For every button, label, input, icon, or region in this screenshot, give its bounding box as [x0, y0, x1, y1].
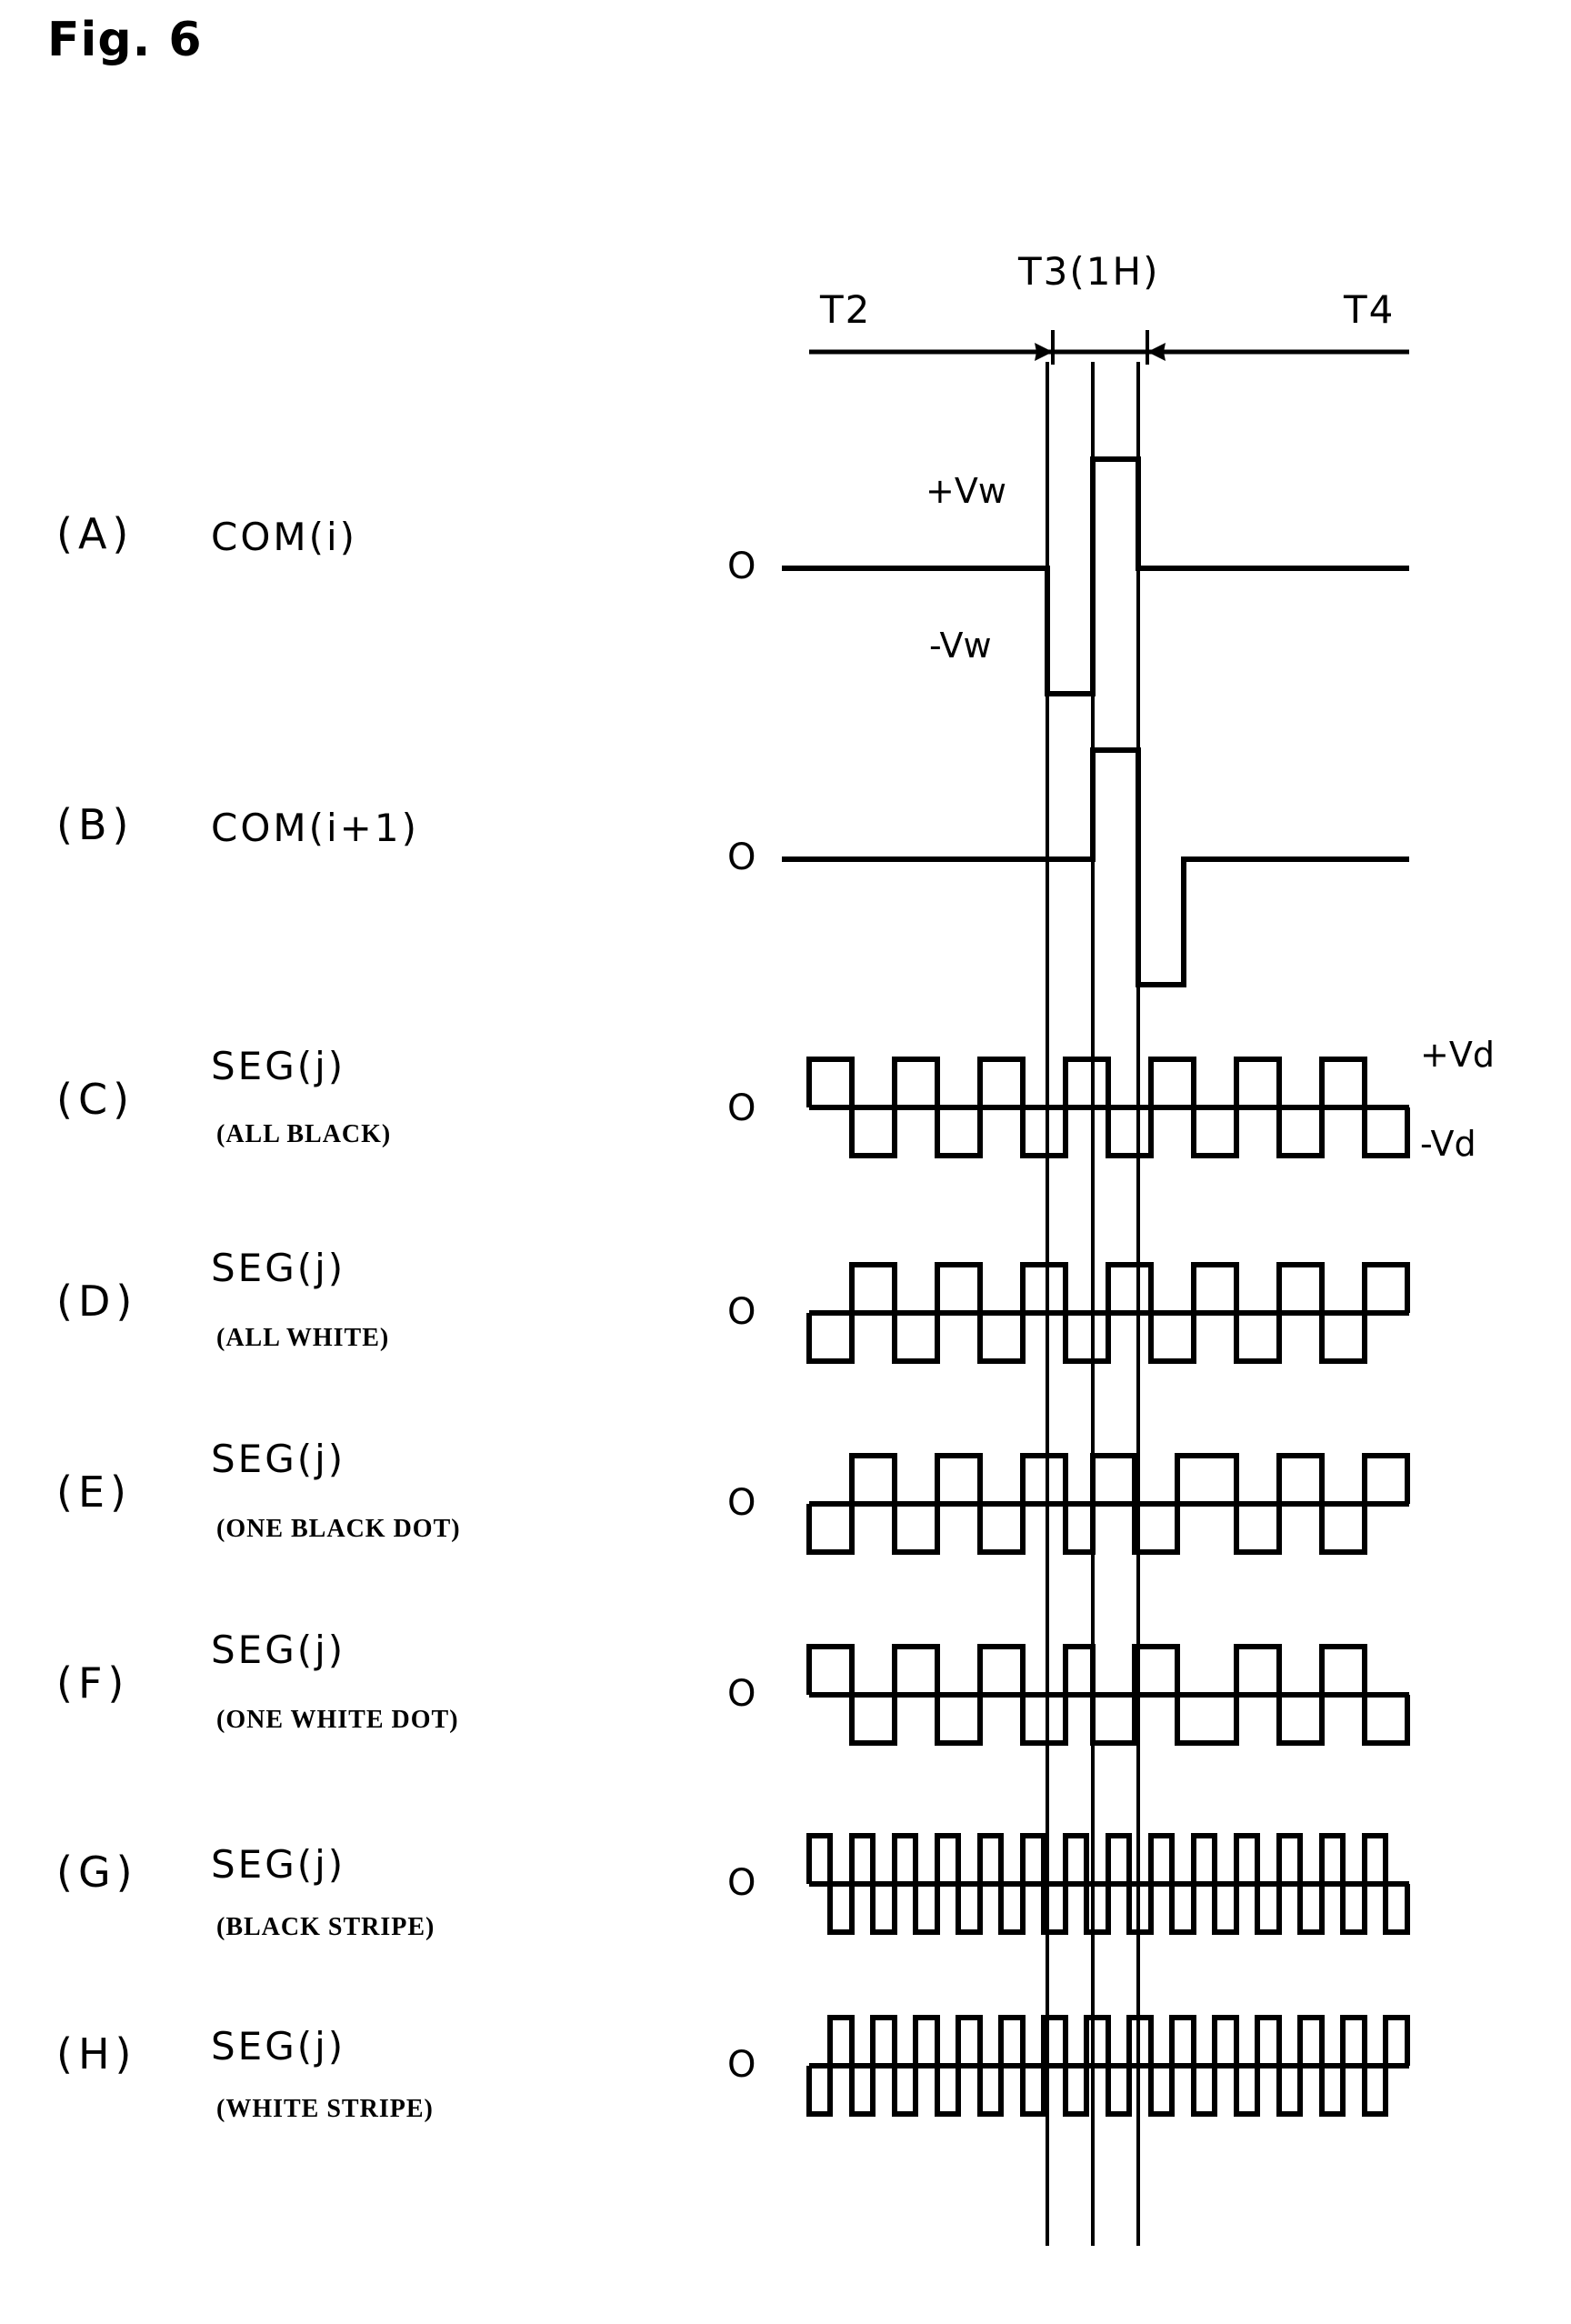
row-letter-a: (A)	[56, 509, 135, 558]
row-letter-f: (F)	[56, 1658, 130, 1708]
timing-label-t3: T3(1H)	[1018, 249, 1160, 294]
waveform-seg-all-white	[806, 1262, 1410, 1364]
row-letter-g: (G)	[56, 1848, 138, 1897]
minus-vw-label: -Vw	[929, 626, 992, 666]
waveform-seg-all-black	[806, 1057, 1410, 1158]
row-signal-c: SEG(j)	[211, 1044, 346, 1088]
minus-vd-label: -Vd	[1420, 1124, 1476, 1164]
row-signal-h: SEG(j)	[211, 2024, 346, 2069]
zero-marker-a: O	[727, 546, 756, 587]
row-condition-h: (WHITE STRIPE)	[216, 2095, 434, 2123]
row-condition-g: (BLACK STRIPE)	[216, 1913, 435, 1941]
row-signal-g: SEG(j)	[211, 1842, 346, 1887]
figure-title: Fig. 6	[47, 13, 203, 67]
zero-marker-f: O	[727, 1673, 756, 1715]
zero-marker-e: O	[727, 1482, 756, 1524]
waveform-seg-one-black-dot	[806, 1453, 1410, 1555]
waveform-seg-black-stripe	[806, 1833, 1410, 1935]
zero-marker-b: O	[727, 836, 756, 878]
plus-vd-label: +Vd	[1420, 1035, 1495, 1075]
row-signal-b: COM(i+1)	[211, 806, 419, 850]
timing-label-t4: T4	[1344, 287, 1396, 332]
row-letter-c: (C)	[56, 1075, 135, 1124]
zero-marker-h: O	[727, 2044, 756, 2086]
timing-arrow-axis	[809, 330, 1409, 365]
row-letter-d: (D)	[56, 1277, 138, 1326]
timing-label-t2: T2	[820, 287, 872, 332]
row-condition-c: (ALL BLACK)	[216, 1120, 392, 1148]
zero-marker-g: O	[727, 1862, 756, 1904]
row-signal-a: COM(i)	[211, 515, 358, 559]
row-letter-b: (B)	[56, 800, 135, 849]
waveform-seg-white-stripe	[806, 2015, 1410, 2117]
row-letter-e: (E)	[56, 1468, 132, 1517]
waveform-com-i-plus-1	[782, 747, 1409, 987]
row-condition-d: (ALL WHITE)	[216, 1324, 390, 1352]
row-letter-h: (H)	[56, 2029, 137, 2079]
row-signal-d: SEG(j)	[211, 1246, 346, 1290]
row-signal-e: SEG(j)	[211, 1437, 346, 1481]
waveform-seg-one-white-dot	[806, 1644, 1410, 1746]
row-condition-e: (ONE BLACK DOT)	[216, 1515, 461, 1543]
plus-vw-label: +Vw	[926, 471, 1006, 511]
zero-marker-d: O	[727, 1291, 756, 1333]
zero-marker-c: O	[727, 1087, 756, 1129]
row-condition-f: (ONE WHITE DOT)	[216, 1706, 459, 1734]
row-signal-f: SEG(j)	[211, 1628, 346, 1672]
waveform-com-i	[782, 456, 1409, 696]
